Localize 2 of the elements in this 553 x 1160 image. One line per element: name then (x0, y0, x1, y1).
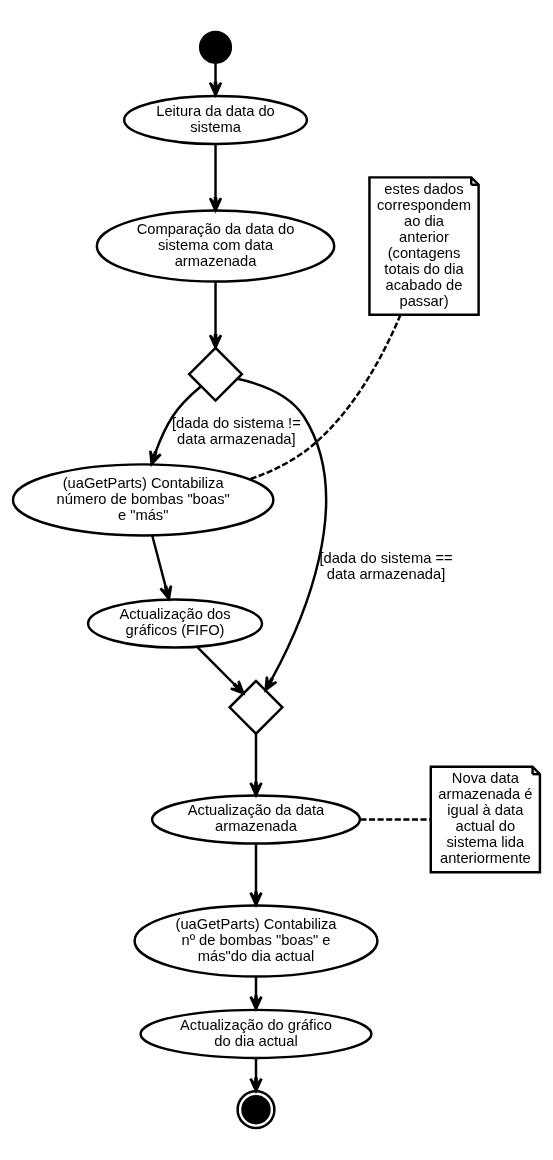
edge-label: [dada do sistema == data armazenada] (319, 550, 453, 583)
edge-label: [dada do sistema != data armazenada] (172, 415, 301, 448)
